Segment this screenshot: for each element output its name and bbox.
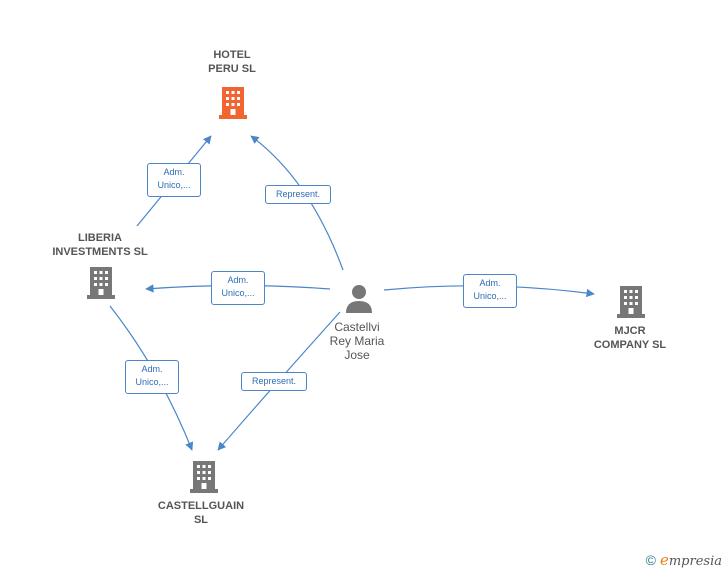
edge-label-person-mjcr[interactable]: Adm. Unico,... bbox=[463, 274, 517, 308]
node-label-castellguain[interactable]: CASTELLGUAIN SL bbox=[157, 500, 245, 526]
edge-label-liberia-castellguain[interactable]: Adm. Unico,... bbox=[125, 360, 179, 394]
edge-label-person-liberia[interactable]: Adm. Unico,... bbox=[211, 271, 265, 305]
brand-name: mpresia bbox=[668, 554, 722, 569]
building-icon[interactable] bbox=[87, 265, 115, 299]
brand-mark: e bbox=[659, 551, 669, 569]
person-icon[interactable] bbox=[344, 283, 374, 313]
building-icon[interactable] bbox=[617, 284, 645, 318]
node-label-hotel[interactable]: HOTEL PERU SL bbox=[208, 49, 256, 75]
node-label-liberia[interactable]: LIBERIA INVESTMENTS SL bbox=[52, 232, 148, 258]
edge-label-person-hotel[interactable]: Represent. bbox=[265, 185, 331, 204]
copyright-symbol: © bbox=[645, 552, 656, 568]
brand-logo: ©empresia bbox=[646, 551, 722, 569]
edge-label-person-castellguain[interactable]: Represent. bbox=[241, 372, 307, 391]
node-label-person[interactable]: Castellvi Rey Maria Jose bbox=[329, 320, 385, 362]
building-icon[interactable] bbox=[190, 459, 218, 493]
building-icon[interactable] bbox=[219, 85, 247, 119]
node-label-mjcr[interactable]: MJCR COMPANY SL bbox=[593, 325, 667, 351]
edge-label-liberia-hotel[interactable]: Adm. Unico,... bbox=[147, 163, 201, 197]
